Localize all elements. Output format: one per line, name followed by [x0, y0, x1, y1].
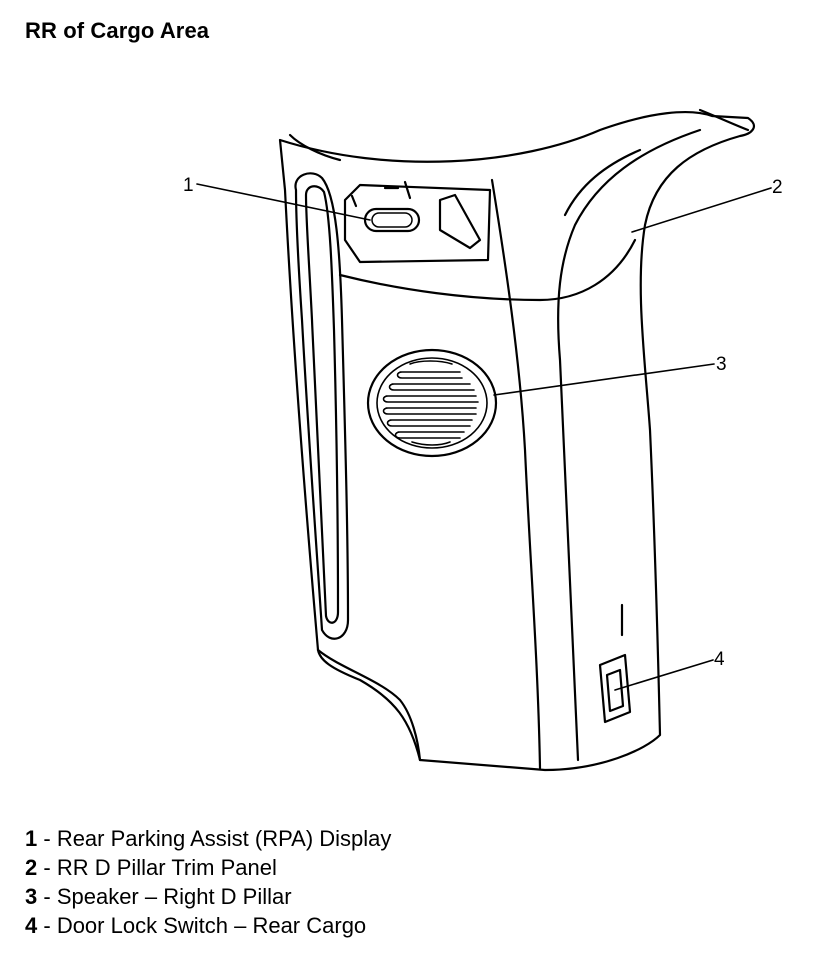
rpa-bezel-line	[403, 180, 412, 200]
rpa-display-lens	[363, 207, 421, 233]
rpa-bezel	[343, 183, 492, 264]
callout-4: 4	[714, 649, 725, 670]
legend-separator: -	[37, 884, 57, 909]
legend-item: 2 - RR D Pillar Trim Panel	[25, 853, 391, 882]
panel-seam-center	[490, 178, 542, 770]
callout-1: 1	[183, 175, 194, 196]
leader-line-3	[493, 363, 715, 396]
legend: 1 - Rear Parking Assist (RPA) Display 2 …	[25, 824, 391, 940]
legend-separator: -	[37, 855, 57, 880]
rpa-display-lens-inner	[371, 212, 413, 228]
legend-number: 1	[25, 826, 38, 851]
speaker-grille-outer	[366, 348, 498, 458]
panel-top-edge	[288, 133, 342, 162]
panel-top-curl	[698, 108, 750, 132]
legend-number: 2	[25, 855, 38, 880]
rpa-bezel-notch	[438, 193, 482, 250]
speaker-grille-slots	[382, 360, 479, 446]
legend-text: Door Lock Switch – Rear Cargo	[56, 913, 367, 938]
door-lock-switch-rocker	[605, 668, 625, 713]
panel-outline	[278, 111, 755, 772]
legend-item: 3 - Speaker – Right D Pillar	[25, 882, 391, 911]
panel-bottom-cutout	[316, 648, 422, 762]
door-lock-switch-bezel	[598, 653, 632, 724]
leader-lines	[196, 183, 772, 691]
leader-line-2	[631, 187, 772, 233]
legend-number: 3	[25, 884, 38, 909]
legend-item: 1 - Rear Parking Assist (RPA) Display	[25, 824, 391, 853]
legend-text: Rear Parking Assist (RPA) Display	[56, 826, 392, 851]
diagram-title: RR of Cargo Area	[25, 18, 210, 43]
rpa-bezel-tick	[350, 194, 358, 208]
legend-separator: -	[37, 826, 57, 851]
leader-line-4	[614, 659, 714, 691]
pillar-inner-edge	[557, 128, 702, 762]
speaker-grille-inner	[376, 357, 488, 449]
legend-separator: -	[37, 913, 57, 938]
leader-line-1	[196, 183, 371, 221]
trim-panel-illustration: 1 2 3 4	[183, 108, 783, 772]
panel-seam-ridge	[338, 238, 637, 302]
molding-groove-inner	[304, 185, 340, 624]
legend-item: 4 - Door Lock Switch – Rear Cargo	[25, 911, 391, 940]
molding-groove-outer	[294, 172, 350, 640]
callout-3: 3	[716, 354, 727, 375]
legend-number: 4	[25, 913, 38, 938]
callout-2: 2	[772, 177, 783, 198]
legend-text: RR D Pillar Trim Panel	[56, 855, 277, 880]
pillar-inner-edge-2	[563, 148, 642, 217]
legend-text: Speaker – Right D Pillar	[56, 884, 292, 909]
